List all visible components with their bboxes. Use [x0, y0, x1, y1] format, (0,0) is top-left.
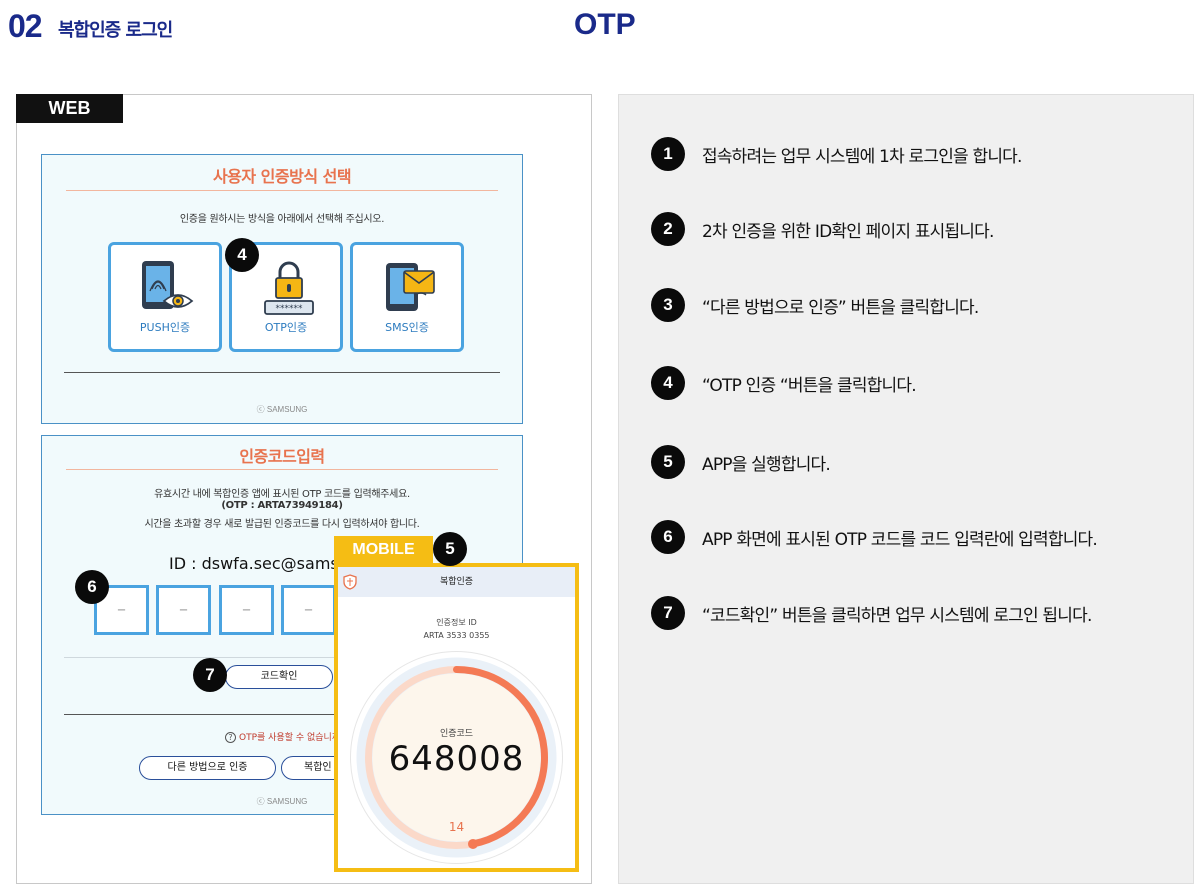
auth-info-label: 인증정보 ID — [436, 618, 477, 627]
step-number: 1 — [651, 137, 685, 171]
step-badge-7: 7 — [193, 658, 227, 692]
otp-auth-label: OTP인증 — [264, 321, 308, 334]
auth-method-title: 사용자 인증방식 선택 — [212, 167, 352, 186]
step-badge-5: 5 — [433, 532, 467, 566]
code-input-2[interactable]: – — [156, 585, 211, 635]
web-tag: WEB — [16, 94, 123, 123]
otp-timer-dial — [350, 651, 563, 864]
section-title: 복합인증 로그인 — [58, 20, 173, 41]
screen-divider — [64, 714, 500, 715]
otp-code-label: 인증코드 — [439, 729, 474, 739]
otp-code: 648008 — [388, 739, 525, 779]
message-phone-icon — [386, 263, 435, 311]
svg-text:******: ****** — [276, 304, 304, 314]
auth-method-description: 인증을 원하시는 방식을 아래에서 선택해 주십시오. — [179, 214, 385, 225]
step-text: APP을 실행합니다. — [702, 455, 831, 475]
auth-info-id: ARTA 3533 0355 — [423, 631, 490, 640]
timer-progress-dot — [467, 838, 478, 849]
user-id: ID : dswfa.sec@samsun — [169, 554, 360, 573]
step-number: 3 — [651, 288, 685, 322]
code-input-title: 인증코드입력 — [239, 447, 325, 466]
page-title: OTP — [574, 8, 636, 41]
otp-help-text: OTP를 사용할 수 없습니까 — [239, 733, 341, 743]
samsung-footer: ⓒ SAMSUNG — [256, 405, 308, 414]
step-number: 6 — [651, 520, 685, 554]
timer-progress-arc — [453, 666, 548, 848]
code-input-desc-1: 유효시간 내에 복합인증 앱에 표시된 OTP 코드를 입력해주세요. — [154, 489, 410, 500]
mobile-app-screen: 복합인증 인증정보 ID ARTA 3533 0355 인증코드 648008 … — [334, 563, 579, 872]
code-input-3[interactable]: – — [219, 585, 274, 635]
code-divider — [64, 657, 500, 658]
sms-auth-label: SMS인증 — [385, 321, 429, 334]
sms-auth-option[interactable]: SMS인증 — [350, 242, 464, 352]
title-divider — [66, 469, 498, 470]
mobile-tag: MOBILE — [334, 536, 433, 564]
auth-method-screen: 사용자 인증방식 선택 인증을 원하시는 방식을 아래에서 선택해 주십시오. … — [41, 154, 523, 424]
step-badge-4: 4 — [225, 238, 259, 272]
push-auth-label: PUSH인증 — [139, 321, 191, 334]
code-confirm-button[interactable]: 코드확인 — [225, 665, 333, 689]
step-text: “코드확인” 버튼을 클릭하면 업무 시스템에 로그인 됩니다. — [702, 606, 1092, 626]
step-text: 2차 인증을 위한 ID확인 페이지 표시됩니다. — [702, 222, 994, 242]
otp-timer: 14 — [448, 820, 465, 834]
step-badge-6: 6 — [75, 570, 109, 604]
lock-password-icon: ****** — [264, 261, 314, 315]
step-text: “다른 방법으로 인증” 버튼을 클릭합니다. — [702, 298, 979, 318]
shield-icon — [343, 574, 357, 590]
otp-help-link[interactable]: ?OTP를 사용할 수 없습니까 — [225, 730, 340, 743]
mobile-header: 복합인증 — [338, 567, 575, 597]
mobile-header-title: 복합인증 — [439, 577, 474, 587]
step-number: 7 — [651, 596, 685, 630]
code-input-4[interactable]: – — [281, 585, 336, 635]
steps-panel — [618, 94, 1194, 884]
section-number: 02 — [8, 8, 43, 44]
step-text: APP 화면에 표시된 OTP 코드를 코드 입력란에 입력합니다. — [702, 530, 1098, 550]
step-number: 5 — [651, 445, 685, 479]
step-number: 2 — [651, 212, 685, 246]
otp-reference: (OTP : ARTA73949184) — [221, 500, 343, 511]
screen-divider — [64, 372, 500, 373]
other-method-button[interactable]: 다른 방법으로 인증 — [139, 756, 276, 780]
step-number: 4 — [651, 366, 685, 400]
help-icon: ? — [225, 732, 236, 743]
title-divider — [66, 190, 498, 191]
push-auth-option[interactable]: PUSH인증 — [108, 242, 222, 352]
otp-auth-option[interactable]: ****** OTP인증 — [229, 242, 343, 352]
fingerprint-phone-icon — [142, 261, 194, 309]
code-input-desc-3: 시간을 초과할 경우 새로 발급된 인증코드를 다시 입력하셔야 합니다. — [144, 519, 420, 530]
samsung-footer: ⓒ SAMSUNG — [256, 797, 308, 806]
step-text: “OTP 인증 “버튼을 클릭합니다. — [702, 376, 917, 396]
step-text: 접속하려는 업무 시스템에 1차 로그인을 합니다. — [702, 147, 1022, 167]
